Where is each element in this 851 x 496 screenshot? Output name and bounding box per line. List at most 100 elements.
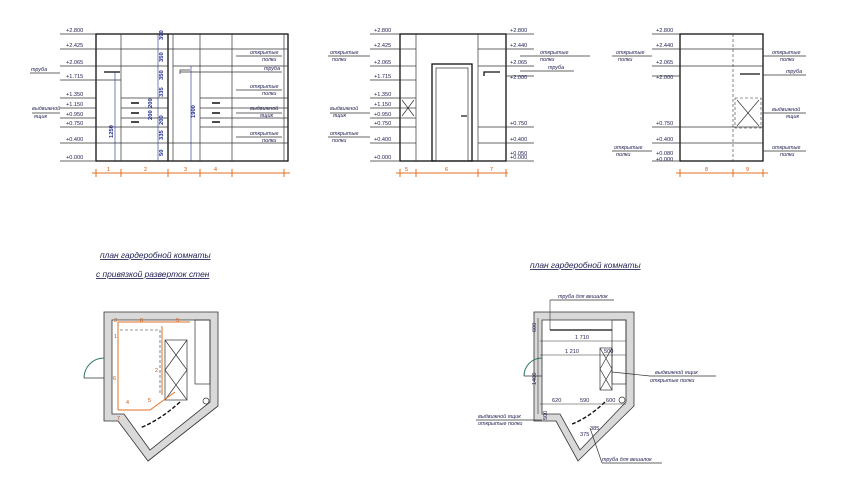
dim-label: 200 [159, 115, 165, 125]
elevation-mark: +2.800 [656, 28, 673, 34]
elevation-marks-wall-2: +2.800 +2.425 +2.065 +1.715 +1.350 +1.15… [328, 28, 400, 162]
plan-mark: 5 [148, 398, 151, 404]
plan-dim: 500 [604, 349, 613, 355]
drawer-shelves-note: открытые полки [650, 378, 694, 384]
elevation-wall-2: 5 6 7 [396, 33, 508, 177]
section-label: 7 [490, 167, 493, 173]
open-shelves-label: полки [618, 57, 632, 63]
elevation-mark: +2.800 [510, 28, 527, 34]
drawer-label: выдвижной [32, 105, 60, 112]
elevation-mark: +0.000 [374, 155, 391, 161]
drawer-shelves-note: выдвижной ящик [655, 369, 698, 376]
dim-label: 335 [159, 130, 165, 140]
open-shelves-label: полки [332, 57, 346, 63]
dim-label: 1900 [191, 105, 197, 118]
elevation-mark: +0.080 [656, 151, 673, 157]
section-label: 6 [445, 167, 448, 173]
elevation-mark: +2.800 [374, 28, 391, 34]
open-shelves-label: полки [332, 138, 346, 144]
pipe-hanger-note: труба для вешалок [602, 457, 652, 463]
plan-mark: 3 [114, 318, 117, 324]
drawer-label: ящик [332, 113, 346, 119]
elevation-mark: +1.715 [66, 74, 83, 80]
elevation-mark: +1.150 [374, 102, 391, 108]
dim-label: 50 [159, 150, 165, 156]
elevation-wall-3: 8 9 [676, 33, 768, 177]
open-shelves-label: полки [616, 152, 630, 158]
dim-label: 350 [159, 70, 165, 80]
drawer-label: выдвижной [330, 105, 358, 112]
pipe-label: труба [31, 67, 47, 73]
elevation-mark: +2.065 [656, 60, 673, 66]
plan-dim: 385 [590, 426, 599, 432]
elevation-mark: +2.425 [374, 43, 391, 49]
plan-2: план гардеробной комнаты 1 710 1 210 500… [476, 260, 716, 464]
door-swing [83, 357, 105, 379]
open-shelves-label: открытые [250, 50, 278, 56]
dim-label: 350 [159, 52, 165, 62]
drawer-label: ящик [33, 114, 47, 120]
wall-3-outline [679, 33, 764, 162]
drawer-shelves-note: выдвижной ящик [478, 413, 521, 420]
elevation-mark: +2.000 [656, 75, 673, 81]
elevation-wall-1: 1 2 3 4 390 350 350 335 200 200 200 335 … [92, 30, 290, 177]
elevation-marks-wall-2-right: +2.800 +2.440 +2.065 +2.000 +0.750 +0.40… [506, 28, 590, 162]
dim-label: 390 [159, 30, 165, 40]
open-shelves-label: открытые [250, 131, 278, 137]
drawer-label: ящик [259, 113, 273, 119]
plan-1: план гардеробной комнаты с привязкой раз… [83, 250, 219, 462]
open-shelves-label: полки [540, 57, 554, 63]
plan-1-title: план гардеробной комнаты [100, 250, 211, 260]
plan-mark: 9 [176, 318, 179, 324]
open-shelves-label: полки [262, 138, 276, 144]
elevation-mark: +1.715 [374, 74, 391, 80]
plan-mark: 7 [117, 416, 120, 422]
plan-dim: 620 [552, 398, 561, 404]
plan-dim: 590 [580, 398, 589, 404]
pipe-label: труба [548, 65, 564, 71]
pipe-label: труба [786, 69, 802, 75]
plan-1-subtitle: с привязкой разверток стен [96, 269, 210, 279]
dim-label: 1250 [109, 125, 115, 138]
section-label: 2 [144, 167, 147, 173]
plan-dim: 600 [532, 323, 538, 332]
elevation-mark: +1.150 [66, 102, 83, 108]
elevation-mark: +0.050 [510, 151, 527, 157]
open-shelves-label: открытые [330, 50, 358, 56]
notes-wall-3: открытые полки труба выдвижной ящик откр… [763, 50, 806, 158]
plan-mark: 1 [114, 334, 117, 340]
elevation-mark: +0.000 [510, 155, 527, 161]
elevation-mark: +0.400 [374, 137, 391, 143]
pipe-label: труба [264, 66, 280, 72]
elevation-mark: +0.950 [66, 112, 83, 118]
elevation-mark: +0.000 [66, 155, 83, 161]
elevation-mark: +0.000 [656, 157, 673, 163]
elevation-mark: +0.750 [656, 121, 673, 127]
drawer-shelves-note: открытые полки [478, 421, 522, 427]
drawer-label: выдвижной [772, 106, 800, 113]
plan-dim: 600 [606, 398, 615, 404]
elevation-mark: +2.000 [510, 75, 527, 81]
section-label: 8 [705, 167, 708, 173]
elevation-mark: +0.750 [66, 121, 83, 127]
plan-dim: 1 710 [575, 335, 589, 341]
drawer-label: ящик [785, 114, 799, 120]
plan-dim: 1400 [532, 373, 538, 385]
plan-dim: 500 [543, 411, 549, 420]
elevation-mark: +2.440 [510, 43, 527, 49]
section-label: 5 [405, 167, 408, 173]
elevation-mark: +0.400 [66, 137, 83, 143]
elevation-mark: +1.350 [66, 92, 83, 98]
elevation-mark: +0.950 [374, 112, 391, 118]
pipe-hanger-note: труба для вешалок [558, 294, 608, 300]
elevation-mark: +0.400 [656, 137, 673, 143]
door [431, 63, 473, 162]
open-shelves-label: открытые [330, 131, 358, 137]
elevation-mark: +2.425 [66, 43, 83, 49]
elevation-mark: +0.400 [510, 137, 527, 143]
elevation-mark: +2.065 [374, 60, 391, 66]
elevation-mark: +2.440 [656, 43, 673, 49]
elevation-mark: +2.800 [66, 28, 83, 34]
section-label: 4 [214, 167, 217, 173]
